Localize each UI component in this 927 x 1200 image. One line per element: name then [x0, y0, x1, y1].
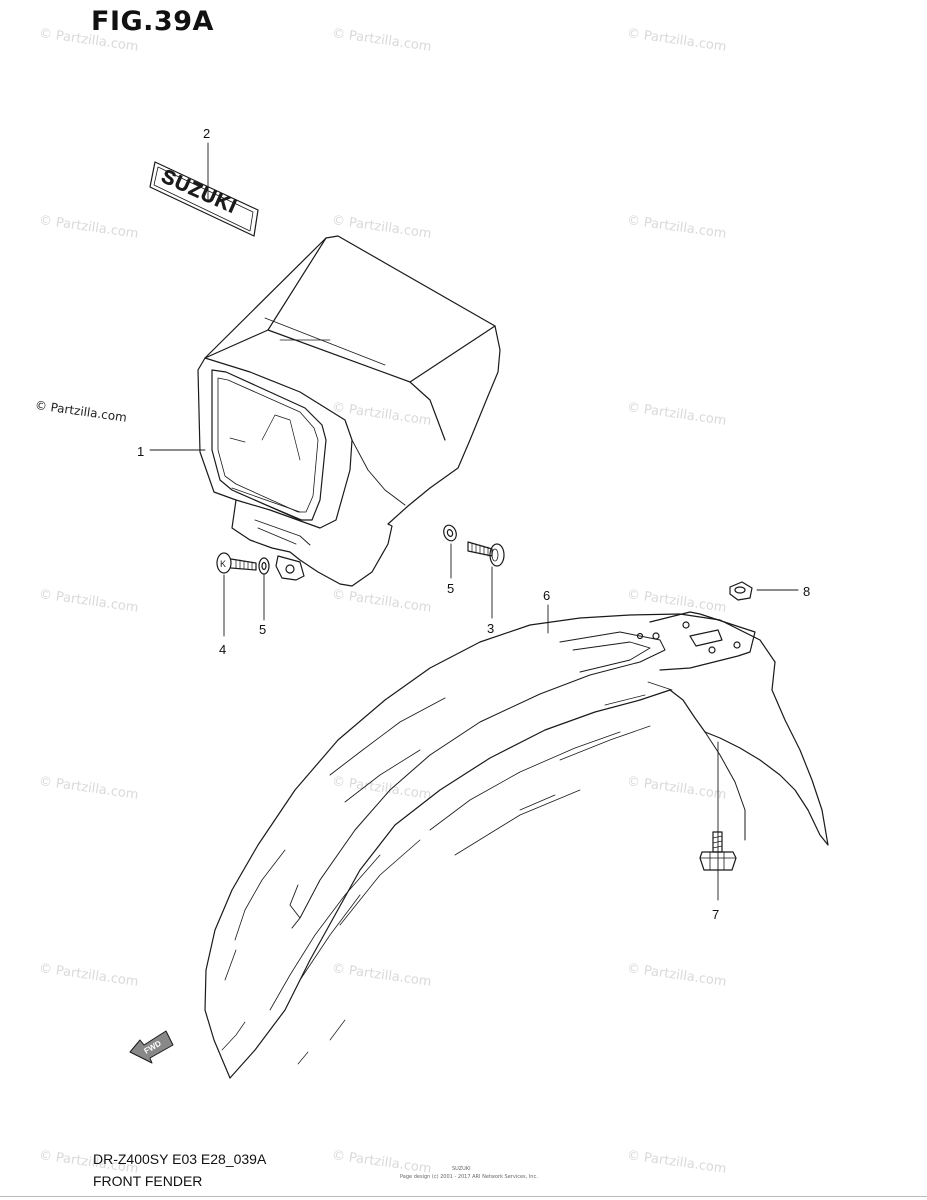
screw-right[interactable]	[467, 541, 505, 567]
bottom-edge	[0, 1196, 927, 1197]
callout-2[interactable]: 2	[203, 126, 210, 141]
washer-left[interactable]	[258, 557, 270, 575]
tiny-footer-top: SUZUKI	[452, 1166, 471, 1172]
leader-lines	[149, 142, 799, 901]
model-code: DR-Z400SY E03 E28_039A	[93, 1151, 267, 1167]
callout-6[interactable]: 6	[543, 588, 550, 603]
washer-right[interactable]	[442, 523, 459, 542]
callout-1[interactable]: 1	[137, 444, 144, 459]
headlight-cover[interactable]	[197, 235, 501, 587]
bolt-left[interactable]: K	[216, 552, 257, 574]
fender-nut[interactable]	[729, 581, 753, 601]
figure-title: FIG.39A	[91, 6, 214, 37]
forward-arrow: FWD	[129, 1030, 174, 1064]
svg-text:K: K	[220, 559, 226, 569]
callout-8[interactable]: 8	[803, 584, 810, 599]
callout-4[interactable]: 4	[219, 642, 226, 657]
tiny-footer-bottom: Page design (c) 2001 - 2017 ARI Network …	[400, 1174, 538, 1180]
callout-7[interactable]: 7	[712, 907, 719, 922]
callout-3[interactable]: 3	[487, 621, 494, 636]
callout-5-left[interactable]: 5	[259, 622, 266, 637]
callout-labels: 2 1 4 5 5 3 6 8 7	[137, 126, 810, 922]
suzuki-emblem[interactable]: SUZUKI	[149, 161, 259, 237]
callout-5-right[interactable]: 5	[447, 581, 454, 596]
section-name: FRONT FENDER	[93, 1173, 203, 1189]
front-fender[interactable]	[204, 611, 829, 1079]
